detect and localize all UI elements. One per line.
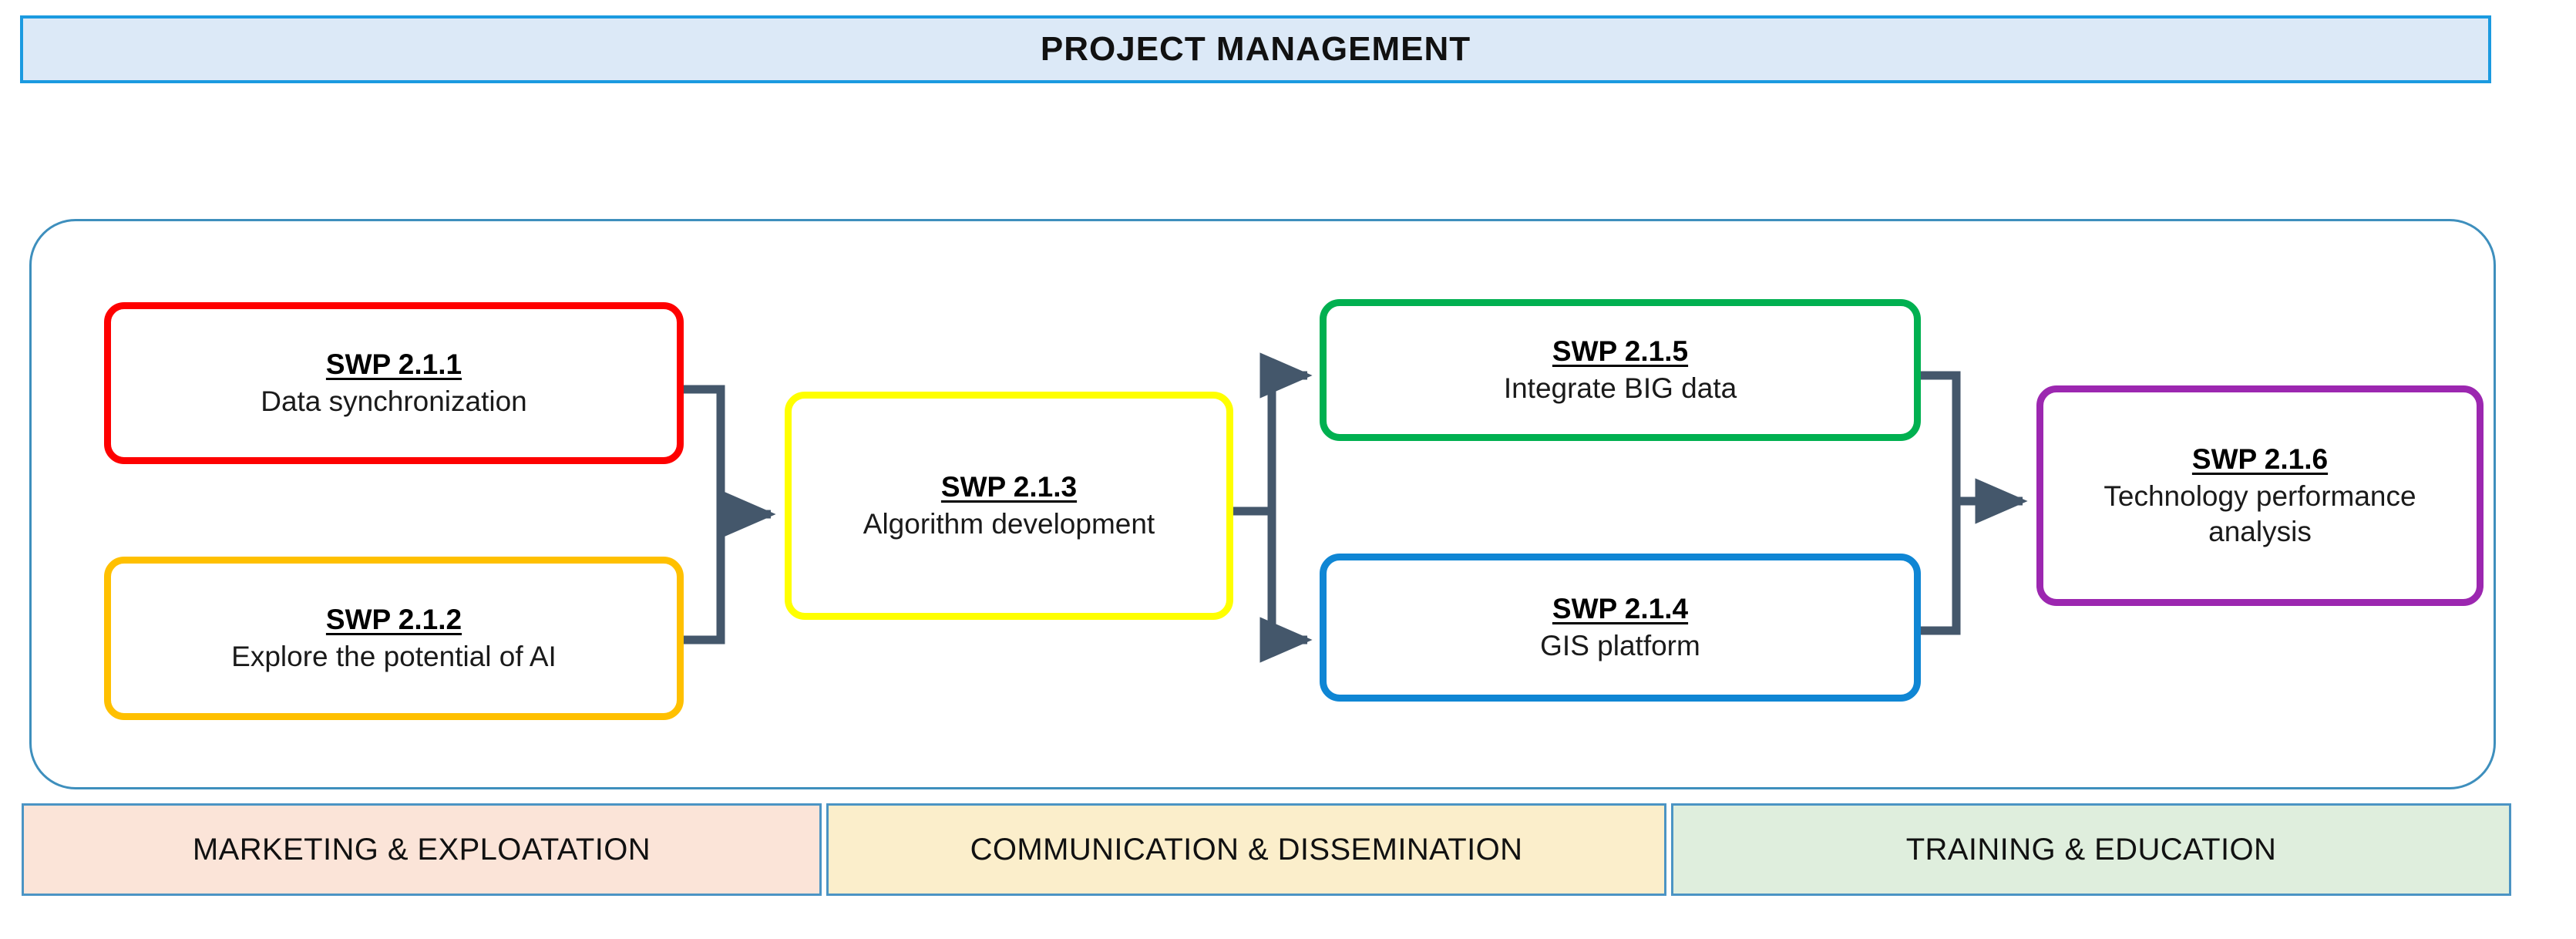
swp-description: GIS platform — [1540, 630, 1700, 662]
swp-description: Algorithm development — [863, 508, 1155, 540]
swp-box-2-1-3[interactable]: SWP 2.1.3 Algorithm development — [785, 392, 1233, 620]
project-management-banner: PROJECT MANAGEMENT — [20, 15, 2491, 83]
swp-code: SWP 2.1.1 — [325, 348, 462, 380]
footer-band-marketing[interactable]: MARKETING & EXPLOATATION — [22, 803, 822, 896]
swp-description: Data synchronization — [261, 385, 527, 418]
footer-band-communication[interactable]: COMMUNICATION & DISSEMINATION — [826, 803, 1666, 896]
swp-code: SWP 2.1.3 — [940, 471, 1078, 503]
swp-code: SWP 2.1.2 — [325, 604, 462, 635]
swp-code: SWP 2.1.6 — [2191, 443, 2329, 476]
banner-title: PROJECT MANAGEMENT — [1040, 30, 1471, 68]
footer-bands: MARKETING & EXPLOATATION COMMUNICATION &… — [22, 803, 2511, 896]
swp-code: SWP 2.1.5 — [1552, 335, 1689, 367]
swp-description: Explore the potential of AI — [231, 641, 557, 673]
swp-box-2-1-1[interactable]: SWP 2.1.1 Data synchronization — [104, 302, 684, 464]
swp-box-2-1-5[interactable]: SWP 2.1.5 Integrate BIG data — [1320, 299, 1921, 441]
swp-box-2-1-2[interactable]: SWP 2.1.2 Explore the potential of AI — [104, 557, 684, 720]
swp-box-2-1-4[interactable]: SWP 2.1.4 GIS platform — [1320, 554, 1921, 702]
swp-description: Technology performance analysis — [2104, 480, 2416, 548]
swp-description: Integrate BIG data — [1503, 372, 1737, 405]
footer-band-training[interactable]: TRAINING & EDUCATION — [1671, 803, 2511, 896]
footer-band-label: TRAINING & EDUCATION — [1905, 832, 2277, 867]
footer-band-label: MARKETING & EXPLOATATION — [192, 832, 651, 867]
swp-code: SWP 2.1.4 — [1552, 593, 1689, 624]
swp-box-2-1-6[interactable]: SWP 2.1.6 Technology performance analysi… — [2036, 385, 2484, 606]
footer-band-label: COMMUNICATION & DISSEMINATION — [970, 832, 1523, 867]
